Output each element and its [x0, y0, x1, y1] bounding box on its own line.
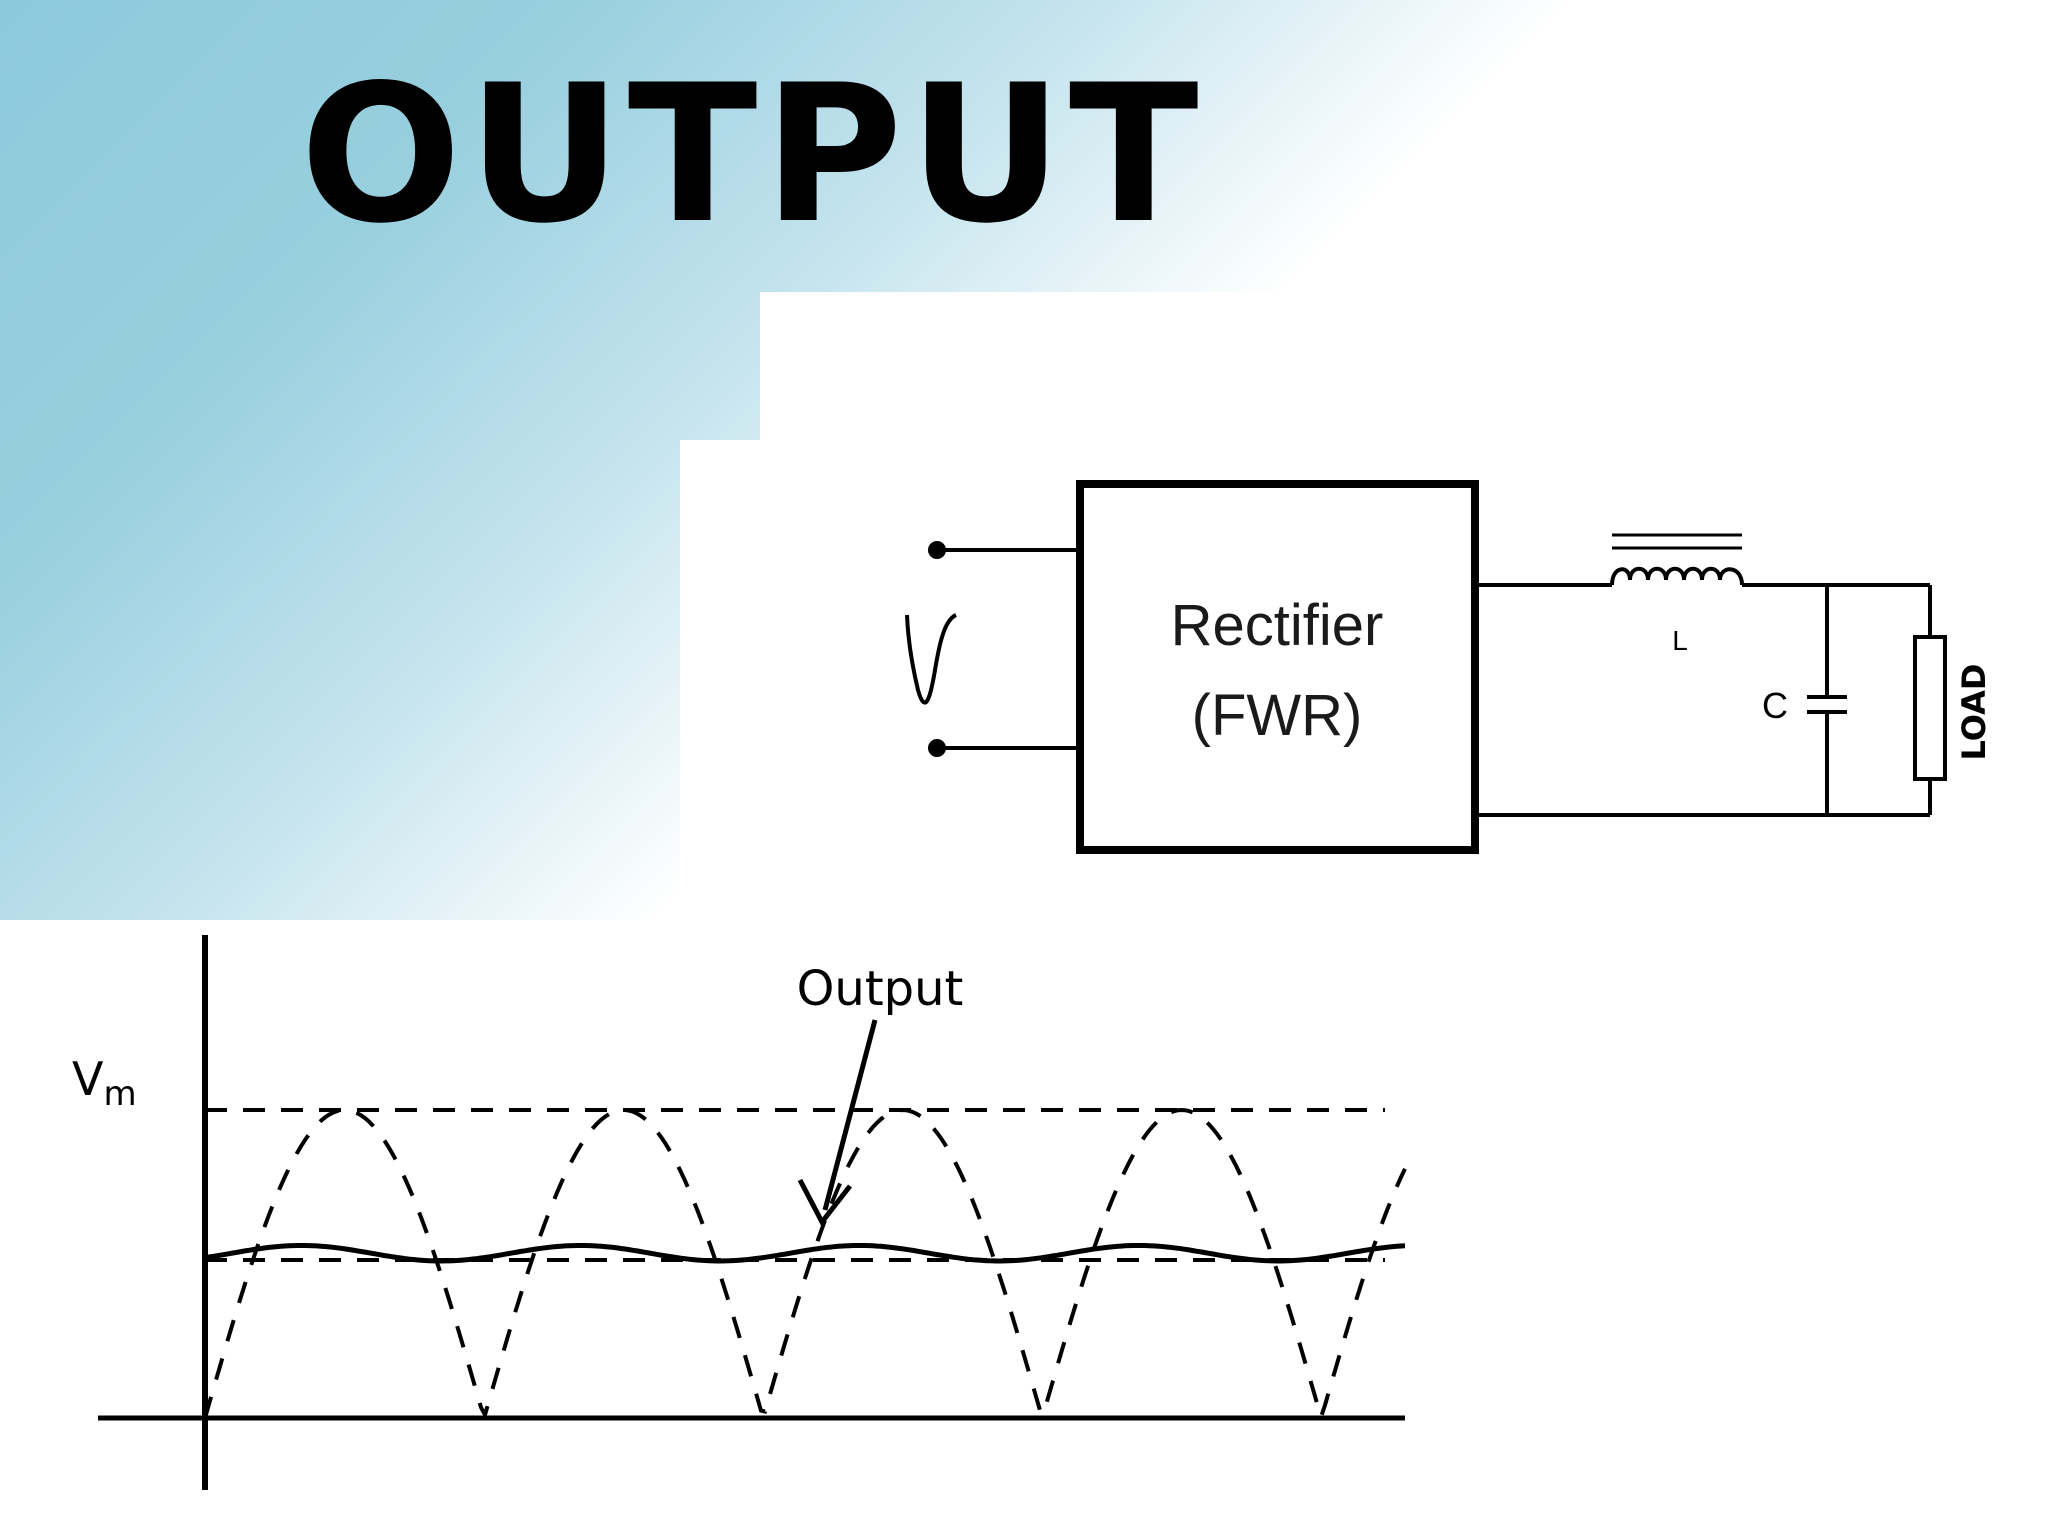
- peak-voltage-label: Vm: [72, 1052, 137, 1114]
- output-arrow-head: [797, 1178, 852, 1227]
- rectifier-block: [1076, 480, 1479, 854]
- rectifier-label: Rectifier: [1171, 593, 1384, 658]
- inductor: [1610, 533, 1744, 586]
- filtered-output-waveform: [204, 1243, 1406, 1264]
- output-arrow: [822, 1019, 878, 1211]
- capacitor-label: C: [1762, 685, 1788, 726]
- capacitor: [1807, 585, 1847, 815]
- white-panel: [0, 920, 2048, 1536]
- output-label: Output: [797, 961, 964, 1017]
- inductor-label: L: [1672, 625, 1688, 656]
- ac-sine-source-icon: [905, 613, 958, 705]
- slide-title: OUTPUT: [300, 44, 1205, 265]
- load-label: LOAD: [1955, 664, 1993, 761]
- rectified-waveform: [203, 1107, 1407, 1424]
- load-resistor: [1913, 585, 1947, 815]
- rectifier-type-label: (FWR): [1192, 683, 1363, 748]
